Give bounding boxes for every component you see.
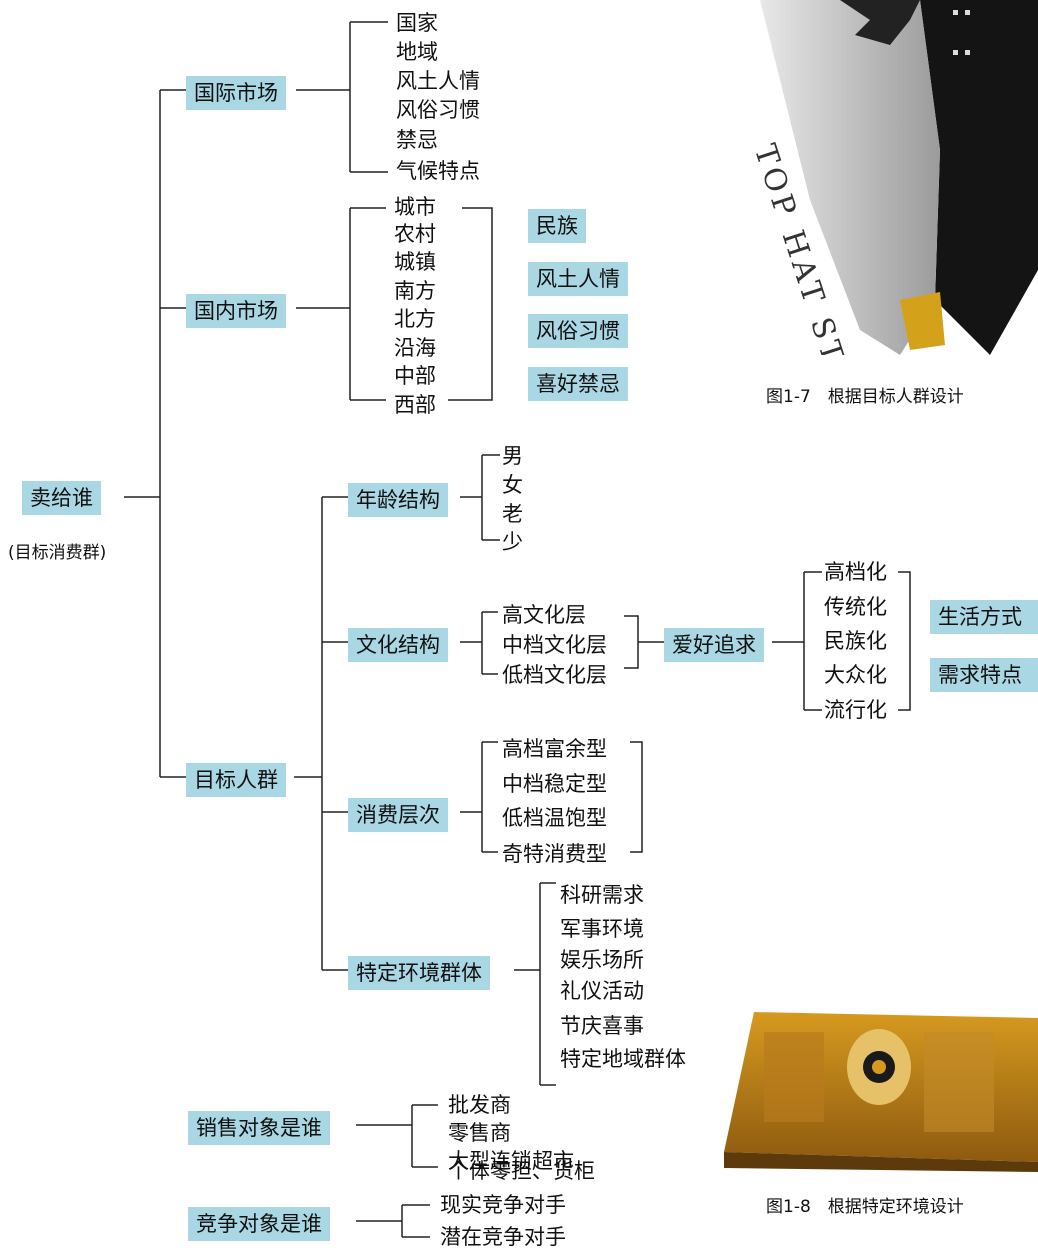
domestic-item: 西部 [394,393,436,417]
culture-item: 高文化层 [502,603,586,627]
packaging-photo-1: TOP HAT STORY [740,0,1038,355]
intl-item: 国家 [396,11,438,35]
target-group-node: 目标人群 [186,763,286,797]
domestic-market-node: 国内市场 [186,294,286,328]
consumption-level-node: 消费层次 [348,798,448,832]
competition-item: 现实竞争对手 [440,1193,566,1217]
domestic-tag: 风土人情 [528,262,628,296]
consumption-item: 高档富余型 [502,737,607,761]
intl-item: 地域 [396,40,438,64]
culture-item: 中档文化层 [502,633,607,657]
gift-box-illustration [724,1012,1038,1172]
consumption-item: 奇特消费型 [502,842,607,866]
sales-target-node: 销售对象是谁 [188,1111,330,1145]
environment-item: 节庆喜事 [560,1014,644,1038]
intl-item: 气候特点 [396,159,480,183]
consumption-item: 低档温饱型 [502,806,607,830]
sales-item: 个体零担、货柜 [448,1159,595,1183]
style-item: 传统化 [824,595,887,619]
domestic-item: 城镇 [394,250,436,274]
style-item: 流行化 [824,698,887,722]
age-structure-node: 年龄结构 [348,483,448,517]
intl-item: 禁忌 [396,128,438,152]
hobby-node: 爱好追求 [664,628,764,662]
tophat-package-illustration [760,0,1038,355]
sales-item: 批发商 [448,1093,511,1117]
culture-tag: 生活方式 [930,600,1038,634]
style-item: 大众化 [824,663,887,687]
environment-item: 娱乐场所 [560,948,644,972]
style-item: 高档化 [824,560,887,584]
environment-item: 特定地域群体 [560,1047,686,1071]
sales-item: 大型连锁超市 [448,1149,574,1173]
root-node: 卖给谁 [22,481,101,515]
domestic-item: 北方 [394,307,436,331]
intl-market-node: 国际市场 [186,76,286,110]
competition-item: 潜在竞争对手 [440,1225,566,1249]
packaging-photo-2 [724,1012,1038,1172]
figure-caption-1: 图1-7 根据目标人群设计 [766,387,964,407]
root-sublabel: (目标消费群) [8,543,107,563]
domestic-item: 城市 [394,195,436,219]
competition-node: 竞争对象是谁 [188,1207,330,1241]
environment-item: 礼仪活动 [560,979,644,1003]
environment-item: 军事环境 [560,917,644,941]
domestic-tag: 喜好禁忌 [528,367,628,401]
sales-item: 零售商 [448,1121,511,1145]
domestic-item: 南方 [394,279,436,303]
consumption-item: 中档稳定型 [502,772,607,796]
age-item: 少 [502,530,523,554]
domestic-item: 中部 [394,364,436,388]
culture-structure-node: 文化结构 [348,628,448,662]
culture-item: 低档文化层 [502,663,607,687]
intl-item: 风俗习惯 [396,98,480,122]
style-item: 民族化 [824,629,887,653]
domestic-tag: 民族 [528,209,586,243]
domestic-item: 沿海 [394,336,436,360]
domestic-item: 农村 [394,222,436,246]
environment-item: 科研需求 [560,883,644,907]
figure-caption-2: 图1-8 根据特定环境设计 [766,1197,964,1217]
culture-tag: 需求特点 [930,658,1038,692]
domestic-tag: 风俗习惯 [528,314,628,348]
age-item: 女 [502,473,523,497]
age-item: 老 [502,502,523,526]
age-item: 男 [502,444,523,468]
environment-group-node: 特定环境群体 [348,956,490,990]
intl-item: 风土人情 [396,69,480,93]
